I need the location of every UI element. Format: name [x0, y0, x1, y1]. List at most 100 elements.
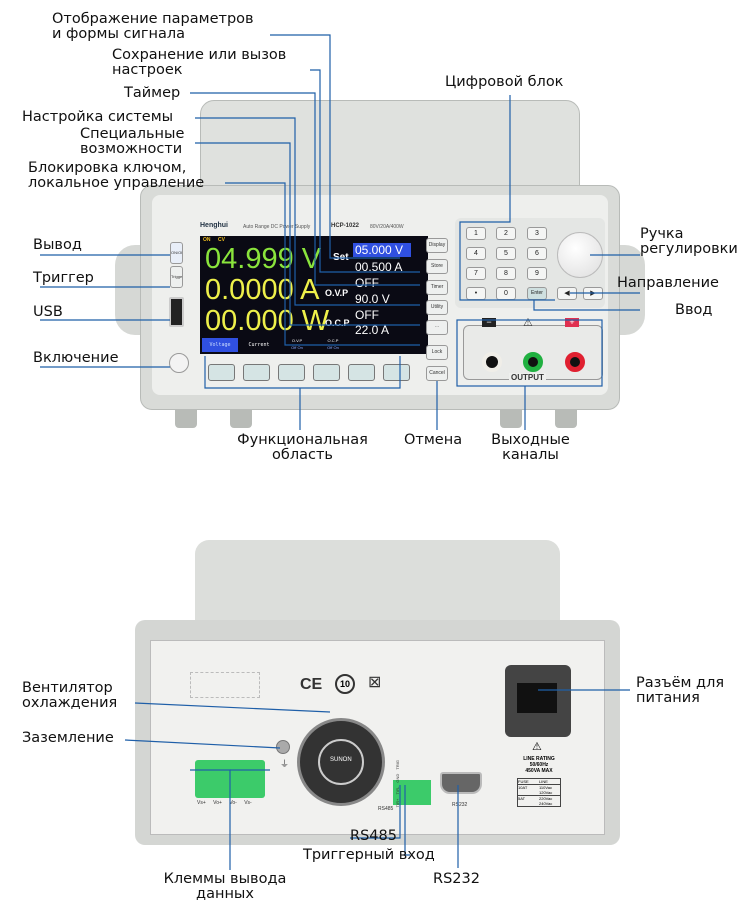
function-key-1[interactable]	[208, 364, 235, 381]
label-power-socket: Разъём для питания	[636, 675, 725, 706]
label-usb: USB	[33, 304, 63, 320]
ce-mark: CE	[300, 676, 323, 693]
fuse-cell: LINE	[539, 779, 548, 784]
key-1[interactable]: 1	[466, 227, 486, 240]
lock-button[interactable]: Lock	[426, 345, 448, 360]
ovp-state: OFF	[355, 276, 379, 290]
plus-sign: +	[565, 318, 579, 327]
label-trigger-input: Триггерный вход	[303, 847, 435, 863]
fuse-cell: 10AT	[518, 785, 528, 790]
label-special: Специальные возможности	[80, 126, 185, 157]
key-8[interactable]: 8	[496, 267, 516, 280]
top-cover	[200, 100, 580, 195]
fan-brand: SUNON	[330, 757, 352, 763]
label-power-on: Включение	[33, 350, 119, 366]
subtitle: Auto Range DC Power Supply	[243, 224, 311, 230]
terminal-labels: Vs+ Vo+ Vo- Vs-	[197, 800, 252, 806]
key-dot[interactable]: •	[466, 287, 486, 300]
special-button[interactable]: ⋯	[426, 320, 448, 335]
label-output: Вывод	[33, 237, 82, 253]
label-display-params: Отображение параметров и формы сигнала	[52, 11, 254, 42]
cancel-button[interactable]: Cancel	[426, 366, 448, 381]
set-voltage[interactable]: 05.000 V	[353, 243, 411, 257]
key-9[interactable]: 9	[527, 267, 547, 280]
key-2[interactable]: 2	[496, 227, 516, 240]
line-rating: LINE RATING 50/60Hz 450VA MAX	[523, 756, 555, 774]
ocp-label: O.C.P	[325, 318, 350, 328]
enter-key[interactable]: Enter	[527, 287, 547, 300]
utility-button[interactable]: Utility	[426, 300, 448, 315]
softkey-ocp[interactable]: O.C.P	[327, 338, 339, 343]
weee-icon: ⊠	[368, 674, 382, 691]
key-7[interactable]: 7	[466, 267, 486, 280]
label-rs485: RS485	[350, 828, 397, 844]
rear-warning-icon: ⚠	[532, 741, 542, 753]
power-reading: 00.000 W	[205, 305, 330, 337]
timer-button[interactable]: Timer	[426, 280, 448, 295]
data-terminal-block[interactable]	[195, 760, 265, 798]
ovp-label: O.V.P	[325, 288, 349, 298]
label-key-lock: Блокировка ключом, локальное управление	[28, 160, 205, 191]
function-key-3[interactable]	[278, 364, 305, 381]
display-button[interactable]: Display	[426, 238, 448, 253]
terminal-label: Vs+	[197, 800, 206, 806]
key-3[interactable]: 3	[527, 227, 547, 240]
lcd-screen: ON CV 04.999 V 0.0000 A 00.000 W Set 05.…	[200, 236, 428, 354]
label-numeric-block: Цифровой блок	[445, 74, 564, 90]
label-store-recall: Сохранение или вызов настроек	[112, 47, 287, 78]
model: HCP-1022	[331, 223, 360, 229]
key-5[interactable]: 5	[496, 247, 516, 260]
adjust-knob[interactable]	[557, 232, 603, 278]
function-key-5[interactable]	[348, 364, 375, 381]
set-label: Set	[333, 252, 349, 263]
ground-terminal[interactable]	[523, 352, 543, 372]
rating: 80V/20A/400W	[370, 224, 404, 230]
port-label: T/R-	[395, 786, 400, 795]
negative-terminal[interactable]	[482, 352, 502, 372]
fan-grille	[318, 739, 364, 785]
usb-port[interactable]	[169, 297, 184, 327]
trigger-button[interactable]: Trigger	[170, 266, 183, 288]
warning-icon: ⚠	[523, 317, 533, 329]
rs232-port[interactable]	[440, 772, 482, 794]
key-6[interactable]: 6	[527, 247, 547, 260]
terminal-label: Vo-	[229, 800, 237, 806]
softkey-current[interactable]: Current	[248, 342, 270, 348]
power-socket[interactable]	[505, 665, 571, 737]
port-label: T/R+	[395, 798, 400, 808]
label-ground: Заземление	[22, 730, 114, 746]
label-cancel: Отмена	[404, 432, 463, 448]
brand: Henghui	[200, 222, 228, 229]
key-4[interactable]: 4	[466, 247, 486, 260]
store-button[interactable]: Store	[426, 259, 448, 274]
softkey-ovp[interactable]: O.V.P	[291, 338, 303, 343]
foot	[230, 410, 252, 428]
label-trigger: Триггер	[33, 270, 94, 286]
label-fan: Вентилятор охлаждения	[22, 680, 118, 711]
set-current[interactable]: 00.500 A	[355, 260, 403, 274]
output-text: OUTPUT	[509, 373, 546, 382]
foot	[555, 410, 577, 428]
ocp-state: OFF	[355, 308, 379, 322]
arrow-left-key[interactable]: ◀	[557, 287, 577, 300]
arrow-right-key[interactable]: ▶	[583, 287, 603, 300]
key-0[interactable]: 0	[496, 287, 516, 300]
label-function-area: Функциональная область	[237, 432, 368, 463]
function-key-4[interactable]	[313, 364, 340, 381]
softkey-voltage[interactable]: Voltage	[202, 338, 238, 352]
fuse-cell: 220Vac 240Vac	[539, 796, 553, 806]
minus-sign: −	[482, 318, 496, 327]
voltage-reading: 04.999 V	[205, 243, 322, 275]
function-key-2[interactable]	[243, 364, 270, 381]
function-key-6[interactable]	[383, 364, 410, 381]
ovp-value: 90.0 V	[355, 292, 390, 306]
positive-terminal[interactable]	[565, 352, 585, 372]
rear-top-cover	[195, 540, 560, 630]
power-switch[interactable]	[169, 353, 189, 373]
on-off-button[interactable]: ON/OFF	[170, 242, 183, 264]
terminal-label: Vs-	[244, 800, 252, 806]
